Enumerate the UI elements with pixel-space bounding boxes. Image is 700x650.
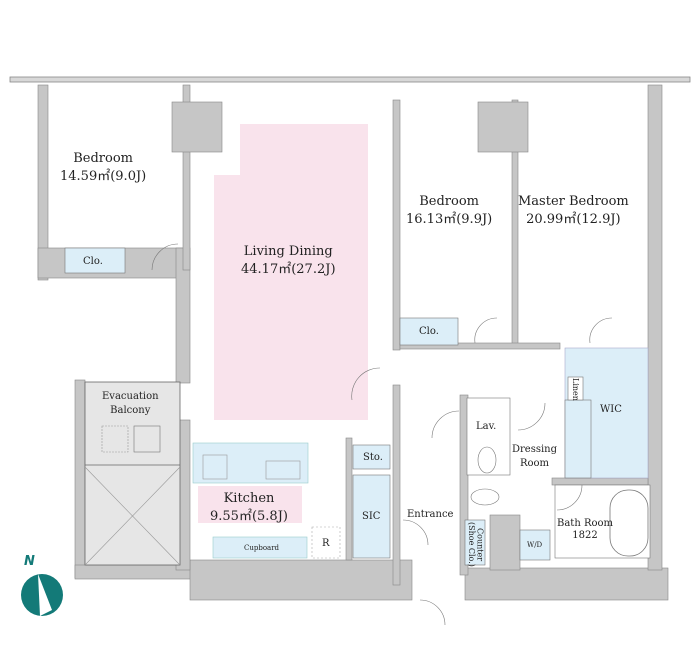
entrance-label: Entrance [407,509,454,520]
washer-area [519,529,551,561]
lav-label: Lav. [476,421,497,432]
counter-label: Counter(Shoe Clo.) [466,522,485,567]
linen-label: Linen [570,378,580,401]
closet-left [64,247,126,274]
cooktop-icon [202,454,228,480]
sic-area [352,474,391,559]
bathtub-icon [609,489,649,557]
refrigerator-label: R [322,538,330,549]
storage-label: Sto. [363,452,383,463]
evacuation-balcony-area [84,381,181,566]
storage [352,444,391,470]
sink-icon [477,446,497,474]
cupboard-label: Cupboard [244,544,280,552]
closet-left-label: Clo. [83,256,103,267]
compass-north-label: N [24,554,35,569]
sink-icon [265,460,301,480]
closet-mid [399,317,459,346]
wic-label: WIC [600,404,622,415]
walls [37,84,669,601]
refrigerator-area [311,526,341,559]
kitchen-counter [192,442,309,484]
counter-area [464,519,486,566]
washer-dryer-label: W/D [527,541,543,549]
toilet-icon [470,488,500,506]
living-dining-floor [214,124,368,420]
doors [151,243,613,626]
kitchen-floor [198,486,302,523]
sic-label: SIC [362,511,381,522]
balcony-rail [9,76,691,83]
closet-mid-label: Clo. [419,326,439,337]
cupboard-area [212,536,308,559]
